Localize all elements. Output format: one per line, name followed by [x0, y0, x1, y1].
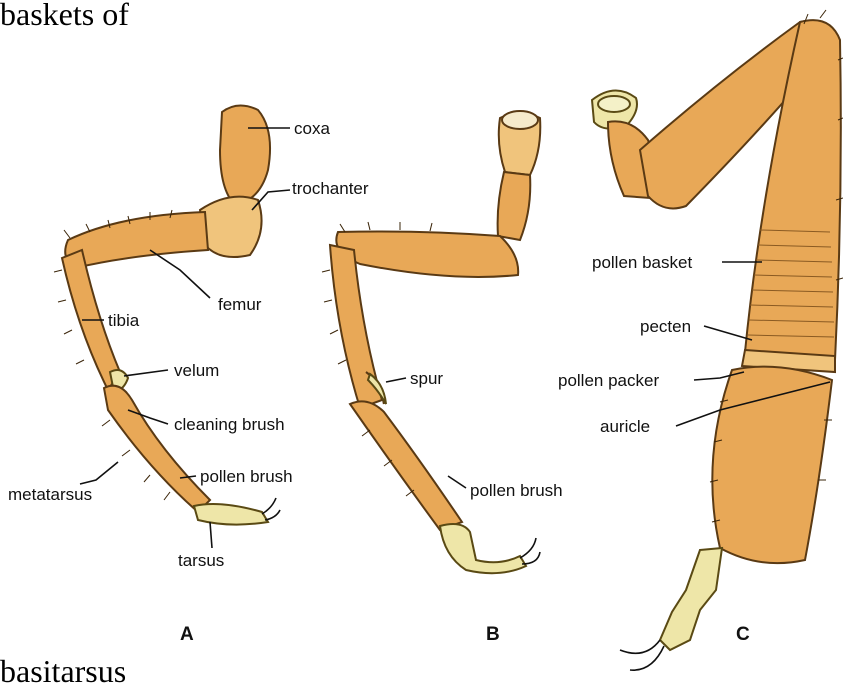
leg-a-callouts: coxa trochanter femur tibia velum cleani…: [8, 119, 369, 645]
leg-b-femur: [336, 232, 518, 277]
panel-label-c: C: [736, 624, 750, 645]
label-pollen-basket: pollen basket: [592, 253, 692, 272]
label-auricle: auricle: [600, 417, 650, 436]
label-coxa: coxa: [294, 119, 330, 138]
label-tarsus: tarsus: [178, 551, 224, 570]
leg-a-femur: [65, 212, 208, 268]
label-spur: spur: [410, 369, 443, 388]
panel-label-a: A: [180, 624, 194, 645]
leg-b-metatarsus: [350, 401, 462, 530]
label-velum: velum: [174, 361, 219, 380]
label-trochanter: trochanter: [292, 179, 369, 198]
leg-a-coxa: [220, 105, 270, 205]
leg-a-illustration: [54, 105, 280, 524]
leg-c-tarsus: [660, 548, 722, 650]
leg-a-metatarsus: [104, 386, 210, 512]
label-femur: femur: [218, 295, 262, 314]
panel-label-b: B: [486, 624, 500, 645]
label-metatarsus: metatarsus: [8, 485, 92, 504]
leg-a-trochanter: [200, 197, 262, 257]
leg-b-trochanter: [498, 172, 531, 240]
label-pollen-packer: pollen packer: [558, 371, 659, 390]
label-pecten: pecten: [640, 317, 691, 336]
label-pollen-brush-b: pollen brush: [470, 481, 563, 500]
label-cleaning-brush: cleaning brush: [174, 415, 285, 434]
label-pollen-brush-a: pollen brush: [200, 467, 293, 486]
leg-b-callouts: spur pollen brush B: [386, 369, 563, 645]
leg-b-tarsus: [440, 524, 526, 573]
leg-c-illustration: [592, 10, 843, 670]
leg-a-tarsus: [194, 504, 268, 525]
label-tibia: tibia: [108, 311, 140, 330]
